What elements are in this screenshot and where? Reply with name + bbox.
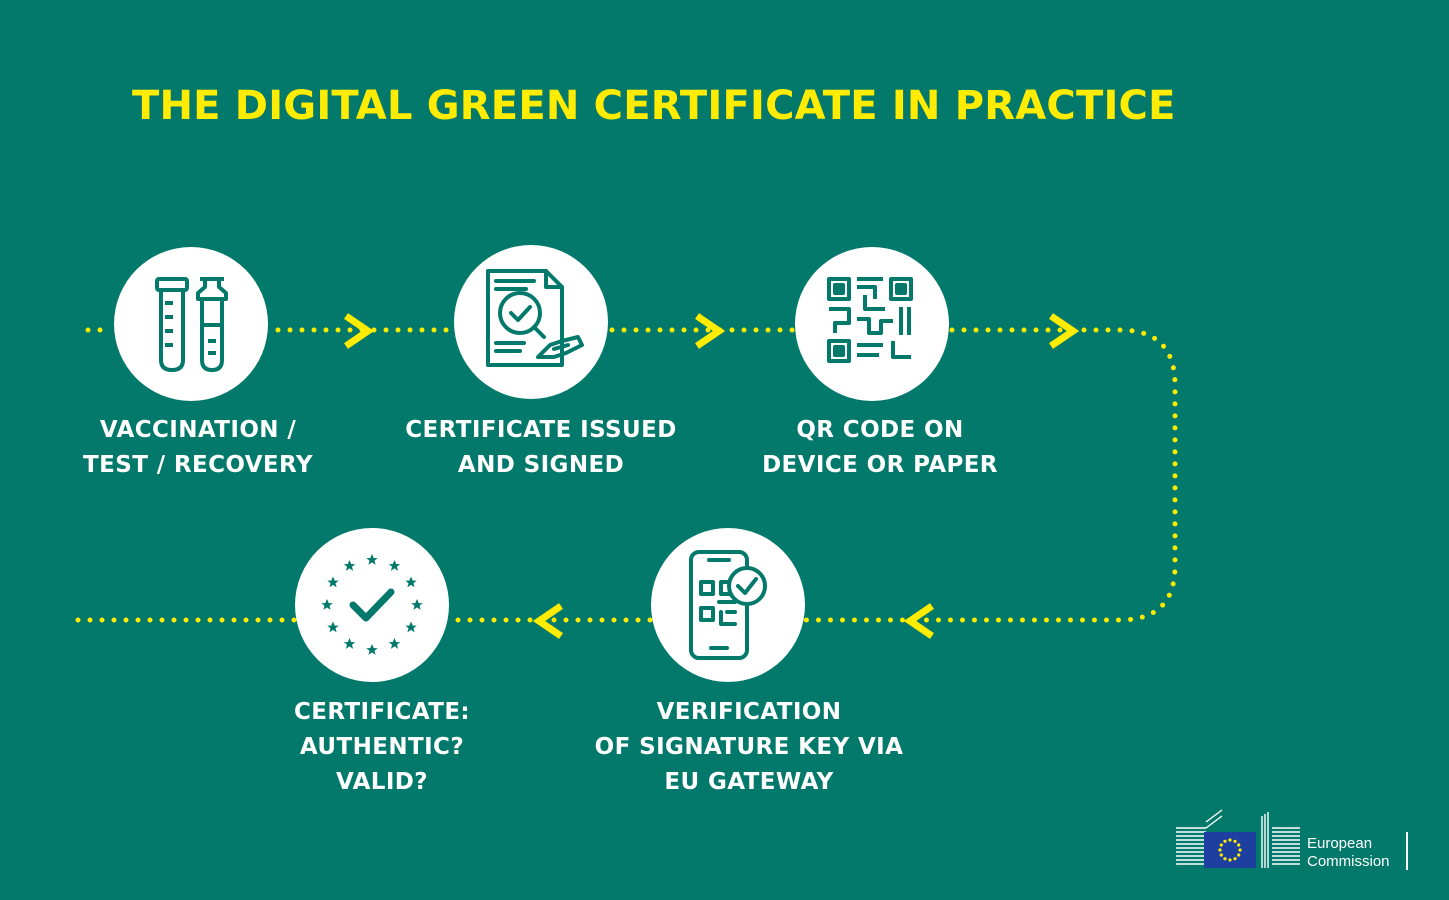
eu-stars-check-icon bbox=[321, 554, 423, 655]
european-commission-logo bbox=[1176, 809, 1300, 868]
step-vaccination-node bbox=[114, 247, 268, 401]
connector-top-4-curve bbox=[803, 327, 1178, 623]
step-certificate-valid-label: CERTIFICATE: AUTHENTIC? VALID? bbox=[293, 699, 471, 795]
arrow-left-1 bbox=[903, 603, 934, 639]
arrow-right-2 bbox=[695, 313, 726, 349]
logo-divider bbox=[1406, 832, 1408, 870]
step-certificate-issued-node bbox=[454, 245, 608, 399]
step-vaccination-label: VACCINATION / TEST / RECOVERY bbox=[83, 417, 313, 478]
qr-code-icon bbox=[827, 277, 913, 363]
step-certificate-issued-label: CERTIFICATE ISSUED AND SIGNED bbox=[405, 417, 677, 478]
test-tubes-icon bbox=[155, 277, 228, 372]
logo-text: European Commission bbox=[1307, 835, 1390, 870]
arrow-right-3 bbox=[1049, 313, 1080, 349]
phone-verification-icon bbox=[689, 550, 767, 660]
signed-document-icon bbox=[486, 269, 584, 367]
step-verification-node bbox=[651, 528, 805, 682]
arrow-left-2 bbox=[532, 603, 563, 639]
step-qr-code-label: QR CODE ON DEVICE OR PAPER bbox=[762, 417, 998, 478]
arrow-right-1 bbox=[344, 313, 375, 349]
step-certificate-valid-node bbox=[295, 528, 449, 682]
step-qr-code-node bbox=[795, 247, 949, 401]
step-verification-label: VERIFICATION OF SIGNATURE KEY VIA EU GAT… bbox=[594, 699, 904, 795]
page-title: THE DIGITAL GREEN CERTIFICATE IN PRACTIC… bbox=[132, 83, 1176, 129]
